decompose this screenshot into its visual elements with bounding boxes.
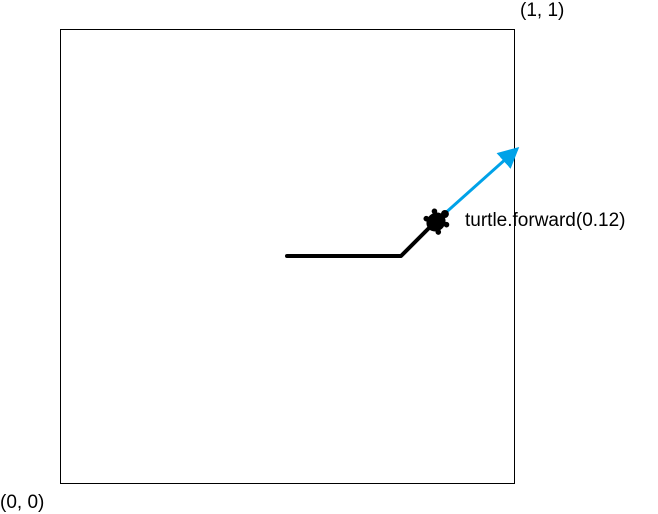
turtle-icon	[423, 208, 450, 235]
forward-command-label: turtle.forward(0.12)	[465, 210, 626, 231]
unit-square-frame	[60, 29, 515, 484]
turtle-path	[285, 221, 436, 258]
corner-coordinate-label: (1, 1)	[520, 0, 565, 21]
origin-coordinate-label: (0, 0)	[0, 492, 45, 513]
forward-arrow	[441, 147, 520, 218]
